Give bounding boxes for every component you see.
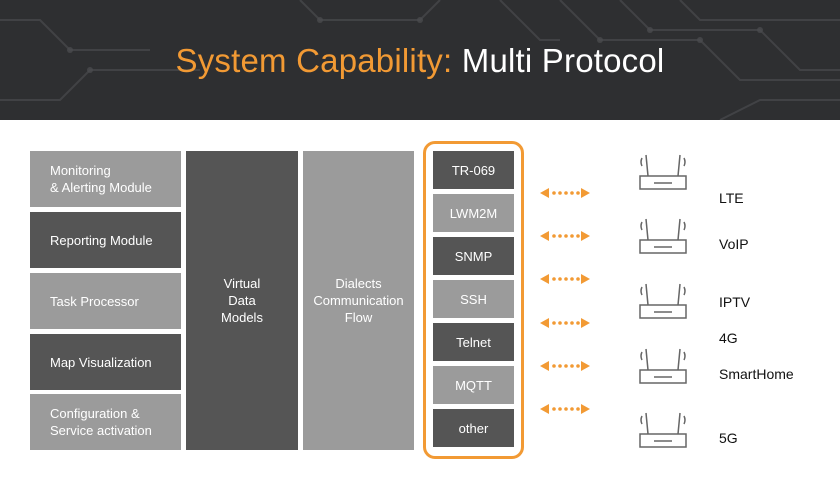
protocol-telnet: Telnet [433, 323, 514, 361]
bidirectional-arrow-icon [540, 361, 590, 371]
module-label: Reporting Module [50, 232, 153, 248]
module-configuration-service: Configuration & Service activation [30, 394, 181, 450]
tech-label-5g: 5G [719, 430, 738, 446]
bidirectional-arrow-icon [540, 318, 590, 328]
tech-label-lte: LTE [719, 190, 744, 206]
dialects-line1: Dialects [335, 276, 382, 291]
module-reporting: Reporting Module [30, 212, 181, 268]
module-map-visualization: Map Visualization [30, 334, 181, 390]
module-task-processor: Task Processor [30, 273, 181, 329]
vdm-line2: Data [228, 293, 256, 308]
module-label-line2: & Alerting Module [50, 180, 152, 195]
bidirectional-arrow-icon [540, 404, 590, 414]
module-label-line1: Monitoring [50, 163, 111, 178]
protocol-group-frame [423, 141, 524, 459]
tech-label-4g: 4G [719, 330, 738, 346]
virtual-data-models-block: Virtual Data Models [186, 151, 298, 450]
module-label-line1: Configuration & [50, 406, 140, 421]
bidirectional-arrow-icon [540, 188, 590, 198]
dialects-line3: Flow [344, 310, 373, 325]
vdm-line1: Virtual [223, 276, 261, 291]
title-main: Multi Protocol [461, 42, 665, 79]
dialects-line2: Communication [313, 293, 404, 308]
bidirectional-arrow-icon [540, 231, 590, 241]
circuit-background-pattern [0, 0, 840, 120]
protocol-ssh: SSH [433, 280, 514, 318]
bidirectional-arrow-icon [540, 274, 590, 284]
module-label: Task Processor [50, 293, 139, 309]
tech-label-iptv: IPTV [719, 294, 751, 310]
protocol-lwm2m: LWM2M [433, 194, 514, 232]
protocol-tr069: TR-069 [433, 151, 514, 189]
protocol-other: other [433, 409, 514, 447]
router-icon [639, 412, 687, 448]
dialects-communication-flow-block: Dialects Communication Flow [303, 151, 414, 450]
router-icon [639, 218, 687, 254]
protocol-mqtt: MQTT [433, 366, 514, 404]
tech-label-smarthome: SmartHome [719, 366, 794, 382]
tech-label-voip: VoIP [719, 236, 749, 252]
module-label-line2: Service activation [50, 423, 152, 438]
header-banner: System Capability: Multi Protocol [0, 0, 840, 120]
vdm-line3: Models [221, 310, 263, 325]
module-monitoring-alerting: Monitoring & Alerting Module [30, 151, 181, 207]
router-icon [639, 283, 687, 319]
page-title: System Capability: Multi Protocol [0, 42, 840, 80]
protocol-snmp: SNMP [433, 237, 514, 275]
router-icon [639, 348, 687, 384]
router-icon [639, 154, 687, 190]
module-label: Map Visualization [50, 354, 152, 370]
title-accent: System Capability: [175, 42, 453, 79]
